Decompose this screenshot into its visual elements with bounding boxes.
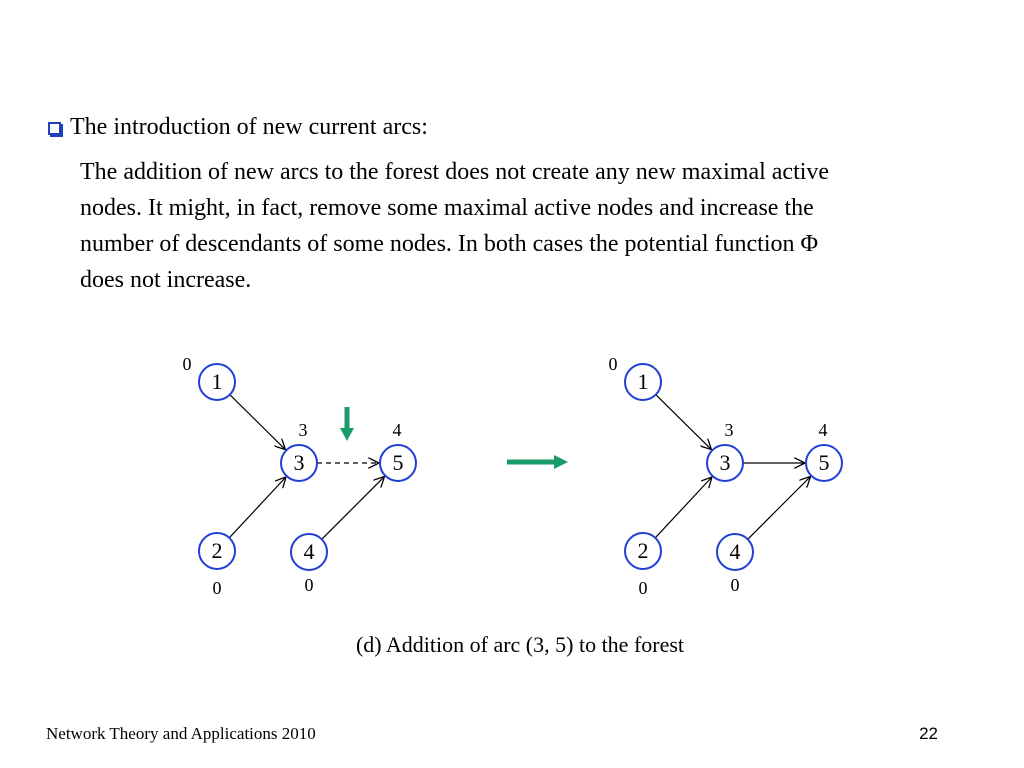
node-label-5: 5 xyxy=(819,450,830,475)
body-paragraph: The addition of new arcs to the forest d… xyxy=(80,154,980,298)
node-label-1: 1 xyxy=(212,369,223,394)
page-number: 22 xyxy=(919,724,938,743)
node-potential-1: 0 xyxy=(183,354,192,374)
arc-4-5 xyxy=(747,476,811,540)
arc-1-3 xyxy=(229,394,286,450)
node-3 xyxy=(280,444,318,482)
node-potential-3: 3 xyxy=(299,420,308,440)
arc-1-3 xyxy=(655,394,712,450)
checkbox-bullet-icon xyxy=(48,121,61,135)
node-2 xyxy=(198,532,236,570)
node-1 xyxy=(198,363,236,401)
body-line: The addition of new arcs to the forest d… xyxy=(80,159,830,185)
node-label-3: 3 xyxy=(720,450,731,475)
node-4 xyxy=(290,533,328,571)
arc-2-3 xyxy=(228,477,286,539)
node-potential-4: 0 xyxy=(731,575,740,595)
node-1 xyxy=(624,363,662,401)
figure-caption: (d) Addition of arc (3, 5) to the forest xyxy=(355,632,685,657)
body-line: does not increase. xyxy=(80,267,252,293)
node-potential-1: 0 xyxy=(609,354,618,374)
node-potential-2: 0 xyxy=(213,578,222,598)
node-potential-5: 4 xyxy=(819,420,828,440)
node-potential-5: 4 xyxy=(393,420,402,440)
node-potential-2: 0 xyxy=(639,578,648,598)
green-right-arrow-icon xyxy=(507,455,568,469)
body-line: number of descendants of some nodes. In … xyxy=(80,231,819,257)
green-down-arrow-icon xyxy=(340,407,354,441)
footer-title: Network Theory and Applications 2010 xyxy=(46,724,316,743)
body-line: nodes. It might, in fact, remove some ma… xyxy=(80,195,814,221)
node-label-4: 4 xyxy=(730,539,741,564)
bullet-item: The introduction of new current arcs: xyxy=(48,112,428,142)
node-label-1: 1 xyxy=(638,369,649,394)
node-potential-3: 3 xyxy=(725,420,734,440)
node-label-2: 2 xyxy=(212,538,223,563)
node-label-5: 5 xyxy=(393,450,404,475)
node-potential-4: 0 xyxy=(305,575,314,595)
node-5 xyxy=(805,444,843,482)
node-2 xyxy=(624,532,662,570)
arc-2-3 xyxy=(654,477,712,539)
bullet-heading: The introduction of new current arcs: xyxy=(70,114,428,140)
node-5 xyxy=(379,444,417,482)
arc-4-5 xyxy=(321,476,385,540)
node-4 xyxy=(716,533,754,571)
node-label-2: 2 xyxy=(638,538,649,563)
node-label-3: 3 xyxy=(294,450,305,475)
node-3 xyxy=(706,444,744,482)
node-label-4: 4 xyxy=(304,539,315,564)
